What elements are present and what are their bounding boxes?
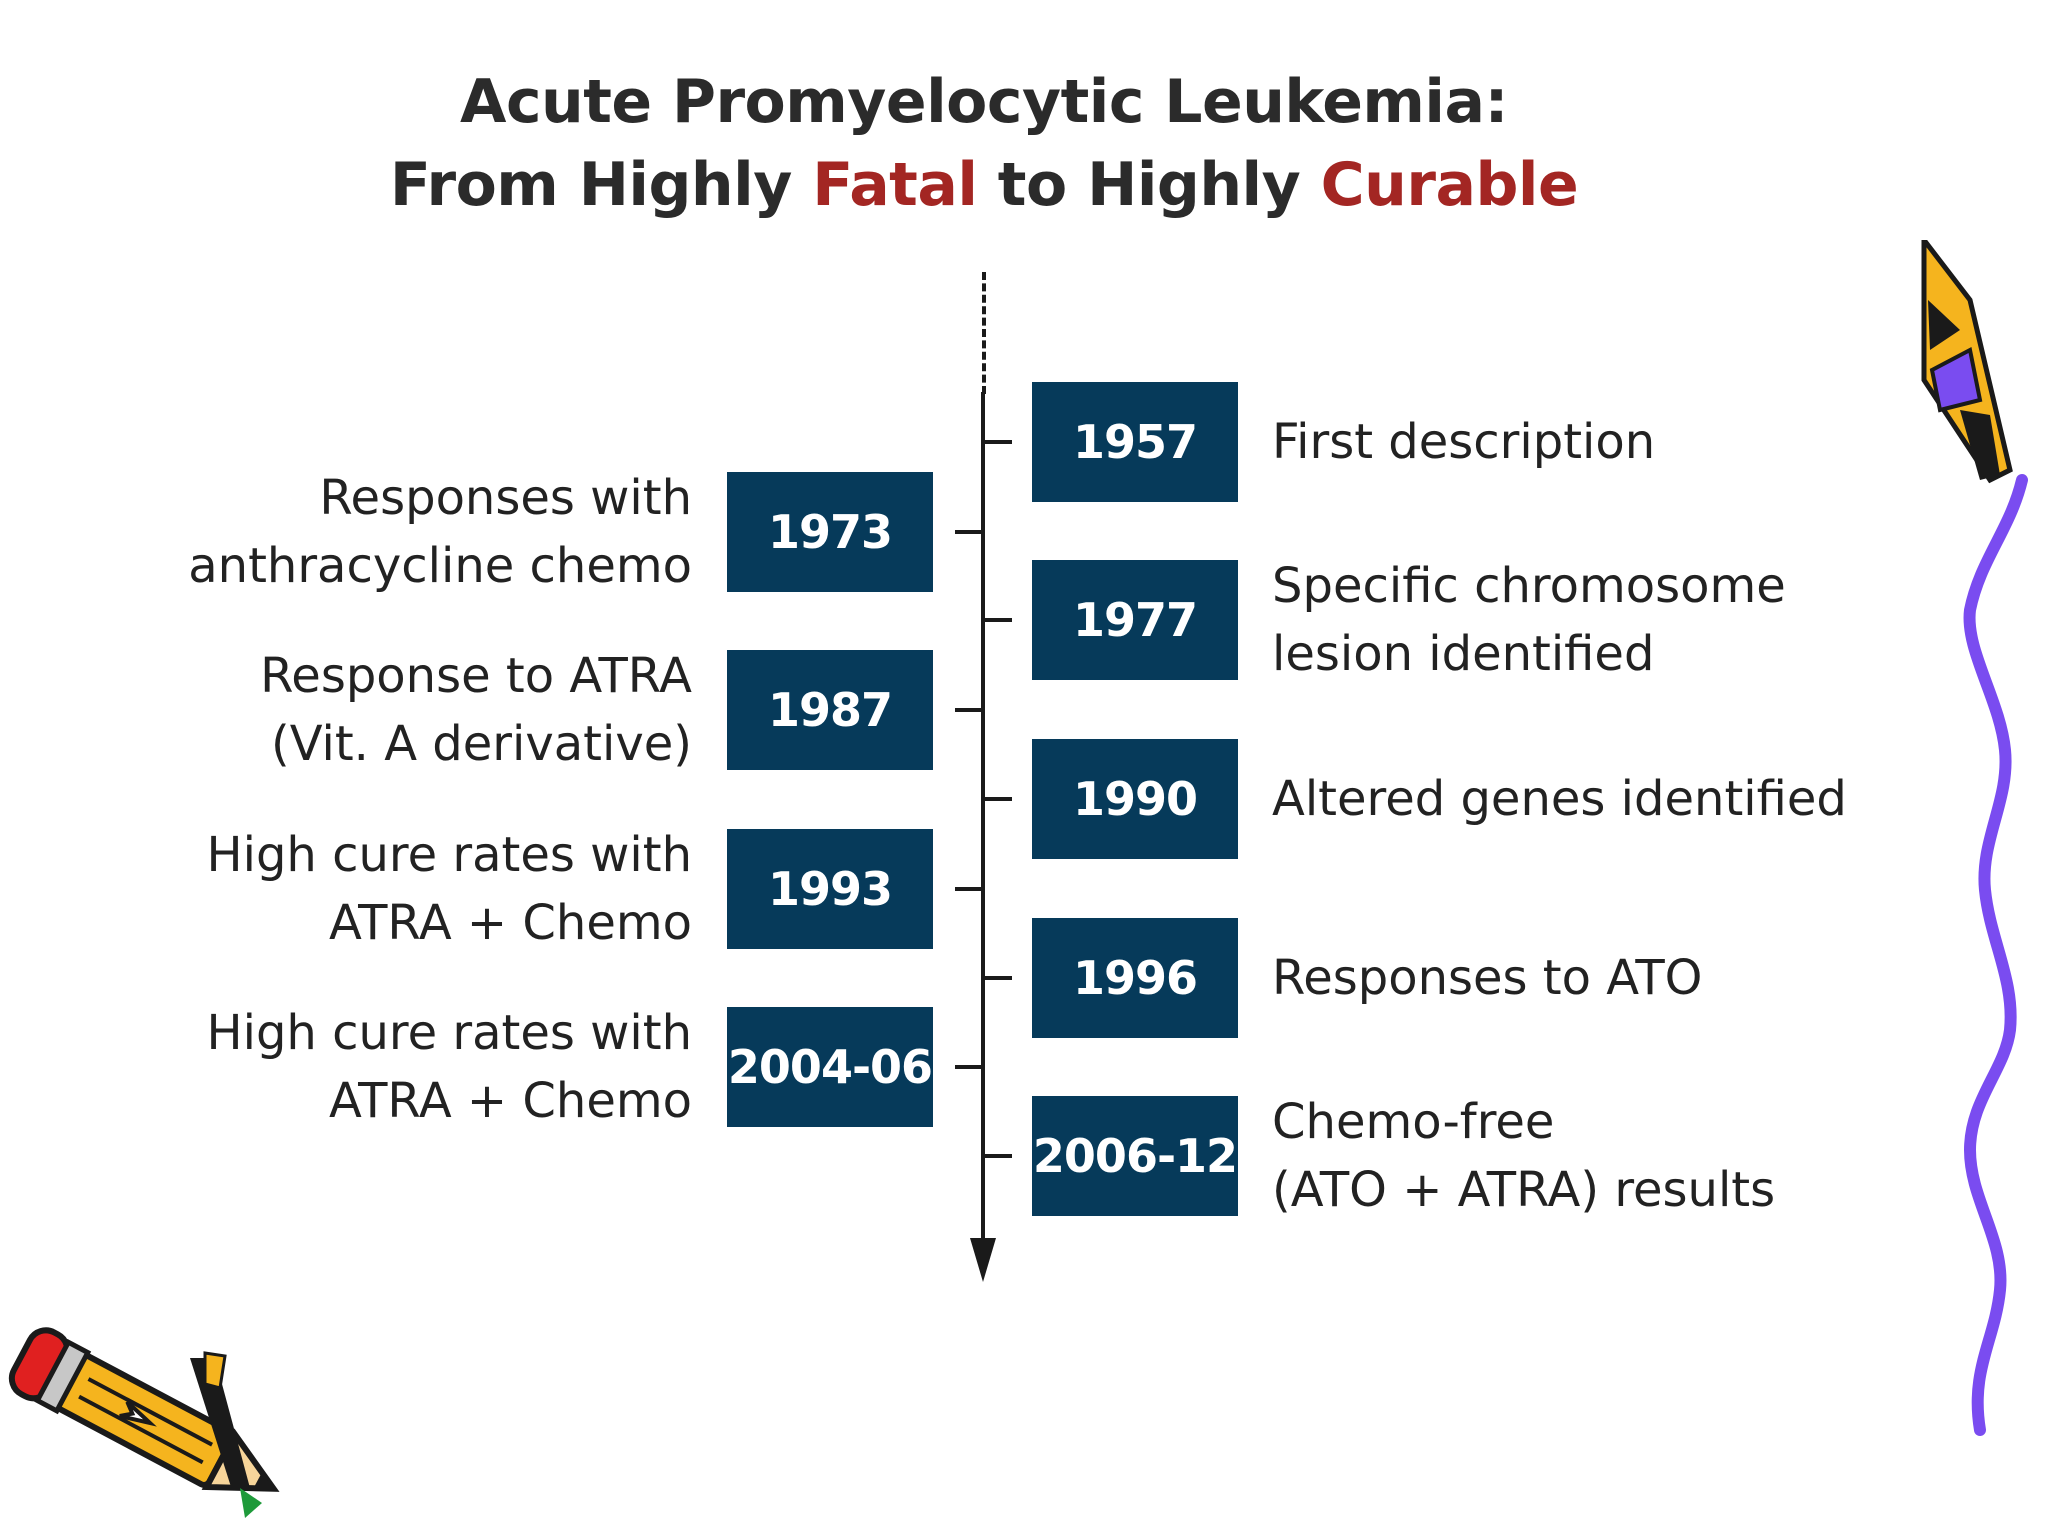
- timeline-tick: [955, 1065, 982, 1069]
- timeline-tick: [955, 887, 982, 891]
- year-box: 1996: [1032, 918, 1238, 1038]
- event-description-line: ATRA + Chemo: [329, 1073, 692, 1129]
- title-word-fatal: Fatal: [812, 150, 978, 220]
- event-description-line: Response to ATRA: [260, 648, 692, 704]
- event-description-line: Responses with: [319, 470, 692, 526]
- timeline-tick: [985, 440, 1012, 444]
- year-box: 1973: [727, 472, 933, 592]
- year-box: 1990: [1032, 739, 1238, 859]
- year-box: 1987: [727, 650, 933, 770]
- event-description-line: High cure rates with: [206, 1005, 692, 1061]
- timeline-tick: [985, 1154, 1012, 1158]
- squiggle-line-icon: [1963, 474, 2028, 1436]
- timeline-tick: [955, 530, 982, 534]
- timeline-axis-dashed: [982, 272, 986, 394]
- event-description-line: anthracycline chemo: [188, 538, 692, 594]
- timeline-tick: [985, 797, 1012, 801]
- timeline-tick: [955, 708, 982, 712]
- pencil-icon: [1921, 240, 2013, 484]
- event-description: Altered genes identified: [1272, 731, 1932, 867]
- slide-title-line-2: From Highly Fatal to Highly Curable: [0, 145, 1968, 225]
- year-box: 2006-12: [1032, 1096, 1238, 1216]
- timeline-tick: [985, 618, 1012, 622]
- title-word-curable: Curable: [1320, 150, 1579, 220]
- event-description-line: (ATO + ATRA) results: [1272, 1162, 1776, 1218]
- event-description-line: First description: [1272, 414, 1656, 470]
- year-box: 1957: [1032, 382, 1238, 502]
- event-description: Responses to ATO: [1272, 910, 1932, 1046]
- title-text-to-highly: to Highly: [977, 150, 1321, 220]
- event-description: Specific chromosome lesion identified: [1272, 552, 1932, 688]
- timeline-tick: [985, 976, 1012, 980]
- event-description: Responses with anthracycline chemo: [92, 464, 692, 600]
- year-box: 1993: [727, 829, 933, 949]
- timeline-axis: [981, 392, 985, 1240]
- year-box: 2004-06: [727, 1007, 933, 1127]
- pencil-icon: [8, 1327, 280, 1518]
- event-description-line: (Vit. A derivative): [271, 716, 692, 772]
- event-description-line: Chemo-free: [1272, 1094, 1555, 1150]
- event-description: Chemo-free (ATO + ATRA) results: [1272, 1088, 1932, 1224]
- event-description-line: High cure rates with: [206, 827, 692, 883]
- event-description: First description: [1272, 374, 1932, 510]
- year-box: 1977: [1032, 560, 1238, 680]
- event-description-line: Altered genes identified: [1272, 771, 1847, 827]
- event-description-line: ATRA + Chemo: [329, 895, 692, 951]
- event-description: Response to ATRA (Vit. A derivative): [92, 642, 692, 778]
- event-description-line: Responses to ATO: [1272, 950, 1703, 1006]
- event-description-line: Specific chromosome: [1272, 558, 1786, 614]
- event-description-line: lesion identified: [1272, 626, 1655, 682]
- title-text-from-highly: From Highly: [389, 150, 813, 220]
- timeline-arrow-head: [970, 1238, 996, 1282]
- slide-title-line-1: Acute Promyelocytic Leukemia:: [460, 67, 1508, 137]
